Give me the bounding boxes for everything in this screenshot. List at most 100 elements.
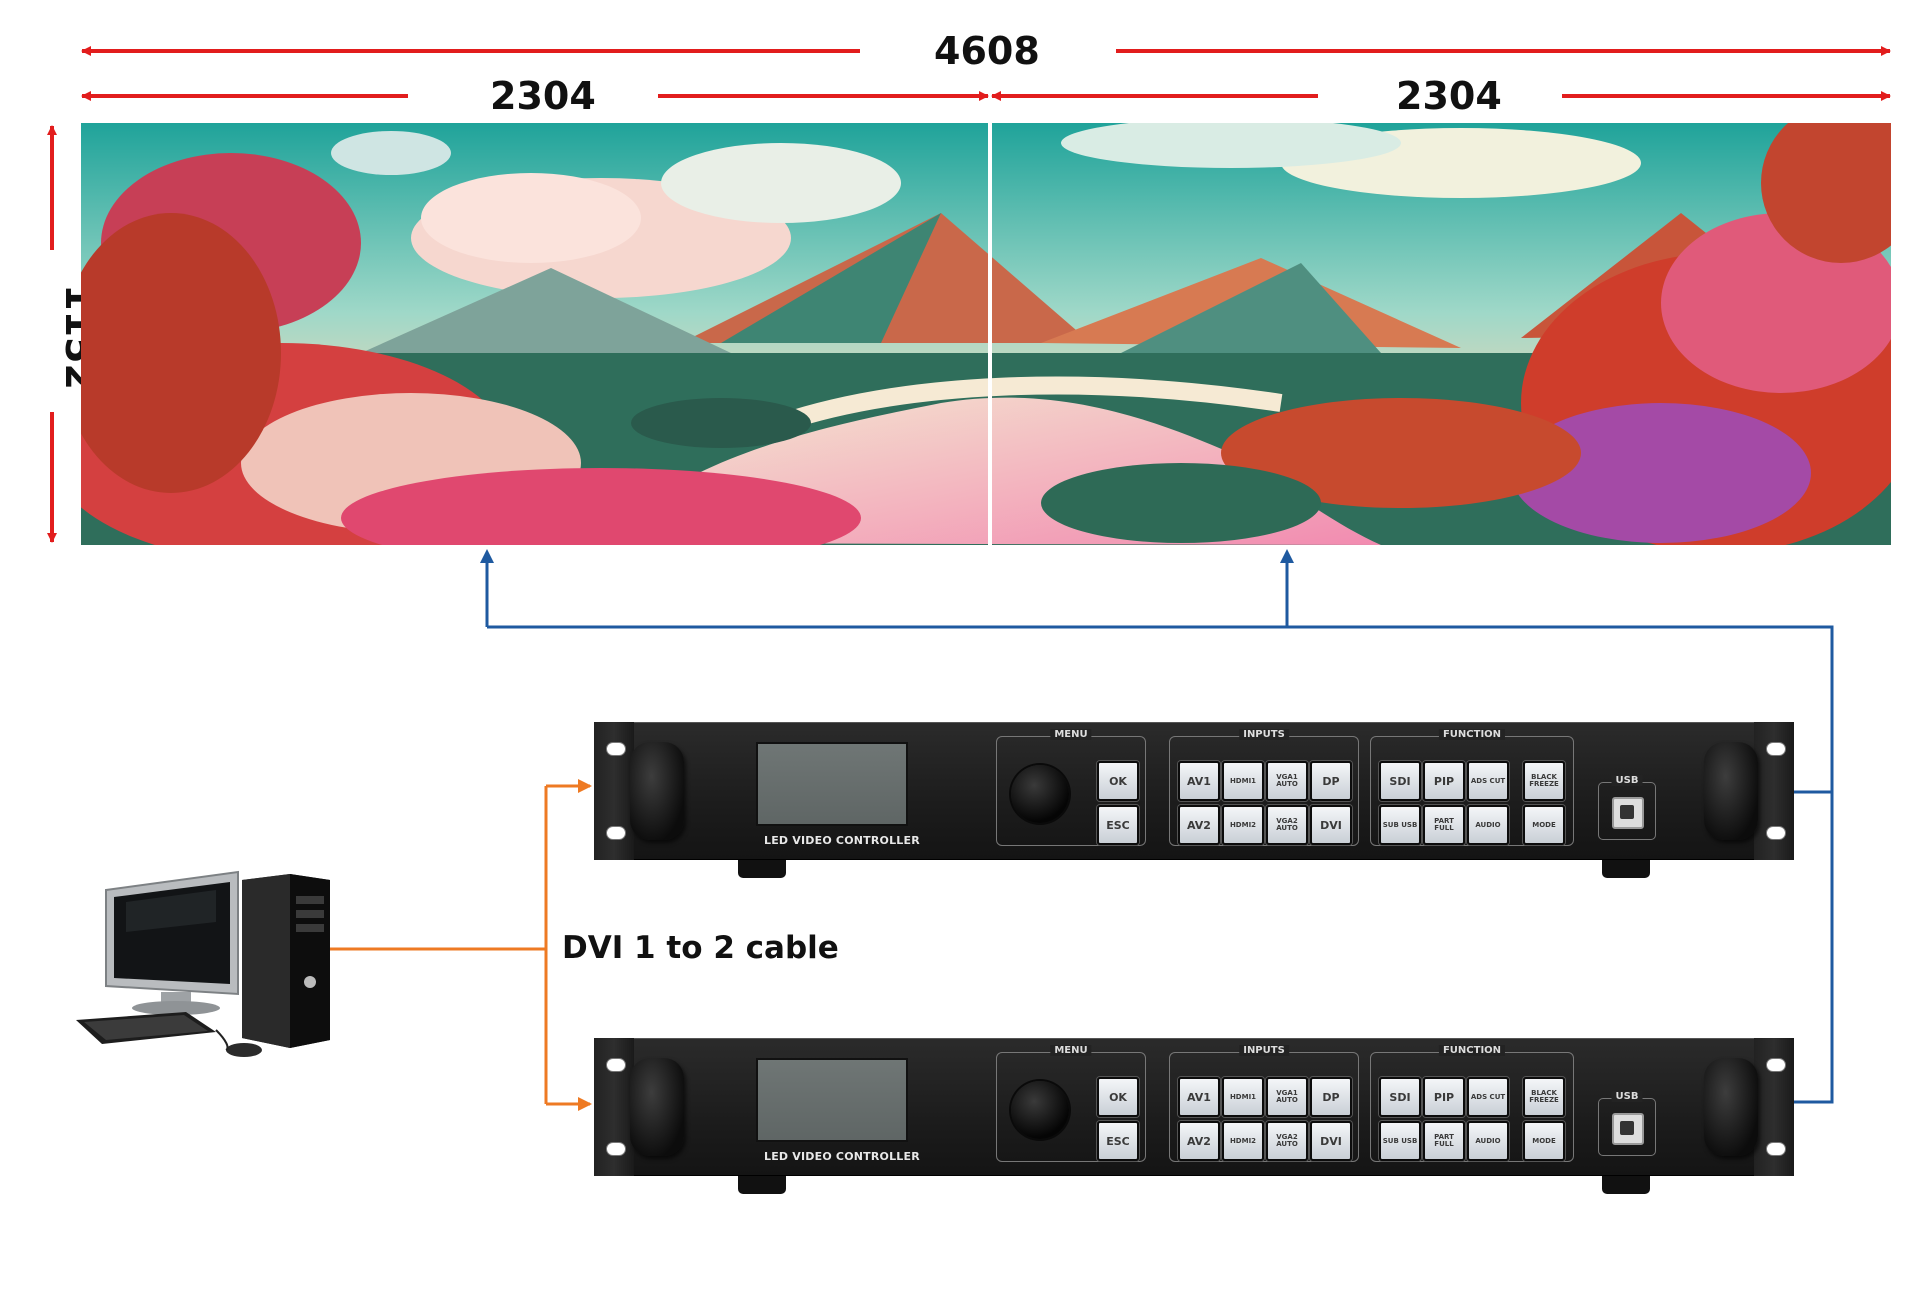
function-black-freeze-button[interactable]: BLACK FREEZE [1523, 761, 1565, 801]
ok-button[interactable]: OK [1097, 1077, 1139, 1117]
input-dp-button[interactable]: DP [1310, 761, 1352, 801]
rack-hole [606, 1058, 626, 1072]
input-av2-button[interactable]: AV2 [1178, 1121, 1220, 1161]
tower-logo [304, 976, 316, 988]
function-mode-button[interactable]: MODE [1523, 805, 1565, 845]
mouse [226, 1043, 262, 1057]
function-audio-button[interactable]: AUDIO [1467, 805, 1509, 845]
usb-group: USB [1598, 1091, 1656, 1156]
mouse-cable [215, 1029, 229, 1051]
input-vga1-button[interactable]: VGA1 AUTO [1266, 761, 1308, 801]
function-sdi-button[interactable]: SDI [1379, 1077, 1421, 1117]
brand-label: LED VIDEO CONTROLLER [764, 834, 920, 847]
rack-hole [606, 742, 626, 756]
function-group: FUNCTION SDI PIP ADS CUT BLACK FREEZE SU… [1370, 729, 1574, 846]
rack-hole [1766, 1142, 1786, 1156]
function-ads-cut-button[interactable]: ADS CUT [1467, 761, 1509, 801]
cable-label: DVI 1 to 2 cable [562, 930, 839, 966]
menu-knob[interactable] [1011, 765, 1069, 823]
lcd-display [756, 1058, 908, 1142]
input-hdmi2-button[interactable]: HDMI2 [1222, 1121, 1264, 1161]
input-av2-button[interactable]: AV2 [1178, 805, 1220, 845]
inputs-group: INPUTS AV1 HDMI1 VGA1 AUTO DP AV2 HDMI2 … [1169, 729, 1359, 846]
esc-button[interactable]: ESC [1097, 1121, 1139, 1161]
drive-bay [296, 896, 324, 904]
function-title: FUNCTION [1438, 729, 1506, 740]
menu-title: MENU [1050, 729, 1092, 740]
input-dvi-button[interactable]: DVI [1310, 1121, 1352, 1161]
input-hdmi2-button[interactable]: HDMI2 [1222, 805, 1264, 845]
input-av1-button[interactable]: AV1 [1178, 1077, 1220, 1117]
monitor-neck [161, 992, 191, 1004]
input-dvi-button[interactable]: DVI [1310, 805, 1352, 845]
function-part-full-button[interactable]: PART FULL [1423, 1121, 1465, 1161]
keyboard-keys [84, 1015, 208, 1040]
handle-left [630, 742, 684, 840]
usb-port[interactable] [1612, 1113, 1644, 1145]
led-video-controller-2: LED VIDEO CONTROLLER MENU OK ESC INPUTS … [594, 1038, 1794, 1194]
monitor-stand [132, 1001, 220, 1015]
input-hdmi1-button[interactable]: HDMI1 [1222, 1077, 1264, 1117]
handle-right [1704, 1058, 1758, 1156]
monitor-reflection [126, 890, 216, 932]
rack-hole [606, 1142, 626, 1156]
input-dp-button[interactable]: DP [1310, 1077, 1352, 1117]
input-av1-button[interactable]: AV1 [1178, 761, 1220, 801]
input-vga1-button[interactable]: VGA1 AUTO [1266, 1077, 1308, 1117]
function-sdi-button[interactable]: SDI [1379, 761, 1421, 801]
tower-side [242, 874, 290, 1048]
input-vga2-button[interactable]: VGA2 AUTO [1266, 1121, 1308, 1161]
inputs-title: INPUTS [1239, 1045, 1289, 1056]
foot [1602, 860, 1650, 878]
menu-group: MENU OK ESC [996, 729, 1146, 846]
function-black-freeze-button[interactable]: BLACK FREEZE [1523, 1077, 1565, 1117]
rack-ear-right [1754, 722, 1794, 860]
function-ads-cut-button[interactable]: ADS CUT [1467, 1077, 1509, 1117]
handle-right [1704, 742, 1758, 840]
output-line-controllers [1794, 790, 1834, 1104]
total-width-label: 4608 [934, 29, 1040, 73]
drive-bay [296, 924, 324, 932]
esc-button[interactable]: ESC [1097, 805, 1139, 845]
function-title: FUNCTION [1438, 1045, 1506, 1056]
rack-hole [1766, 742, 1786, 756]
inputs-title: INPUTS [1239, 729, 1289, 740]
function-part-full-button[interactable]: PART FULL [1423, 805, 1465, 845]
foot [1602, 1176, 1650, 1194]
left-width-label: 2304 [490, 74, 596, 118]
function-sub-usb-button[interactable]: SUB USB [1379, 1121, 1421, 1161]
right-width-label: 2304 [1396, 74, 1502, 118]
drive-bay [296, 910, 324, 918]
output-line-bus [487, 625, 1834, 792]
menu-knob[interactable] [1011, 1081, 1069, 1139]
function-pip-button[interactable]: PIP [1423, 1077, 1465, 1117]
foot [738, 1176, 786, 1194]
usb-group: USB [1598, 775, 1656, 840]
handle-left [630, 1058, 684, 1156]
rack-hole [1766, 826, 1786, 840]
usb-title: USB [1611, 1091, 1643, 1102]
menu-title: MENU [1050, 1045, 1092, 1056]
foot [738, 860, 786, 878]
rack-ear-right [1754, 1038, 1794, 1176]
led-video-controller-1: LED VIDEO CONTROLLER MENU OK ESC INPUTS … [594, 722, 1794, 878]
function-group: FUNCTION SDI PIP ADS CUT BLACK FREEZE SU… [1370, 1045, 1574, 1162]
function-pip-button[interactable]: PIP [1423, 761, 1465, 801]
input-vga2-button[interactable]: VGA2 AUTO [1266, 805, 1308, 845]
function-mode-button[interactable]: MODE [1523, 1121, 1565, 1161]
menu-group: MENU OK ESC [996, 1045, 1146, 1162]
led-screen-image [81, 123, 1891, 545]
usb-title: USB [1611, 775, 1643, 786]
rack-ear-left [594, 1038, 634, 1176]
inputs-group: INPUTS AV1 HDMI1 VGA1 AUTO DP AV2 HDMI2 … [1169, 1045, 1359, 1162]
ok-button[interactable]: OK [1097, 761, 1139, 801]
usb-port[interactable] [1612, 797, 1644, 829]
rack-ear-left [594, 722, 634, 860]
desktop-computer-icon [76, 870, 330, 1057]
brand-label: LED VIDEO CONTROLLER [764, 1150, 920, 1163]
lcd-display [756, 742, 908, 826]
function-audio-button[interactable]: AUDIO [1467, 1121, 1509, 1161]
function-sub-usb-button[interactable]: SUB USB [1379, 805, 1421, 845]
input-hdmi1-button[interactable]: HDMI1 [1222, 761, 1264, 801]
